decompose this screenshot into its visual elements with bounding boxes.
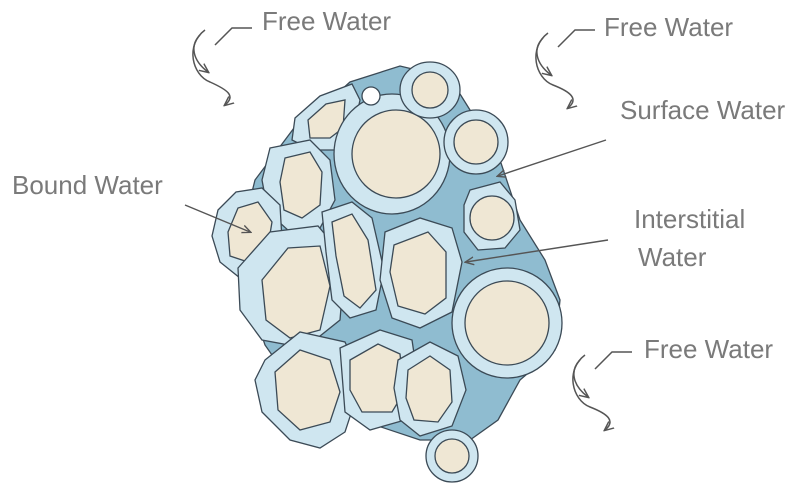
free-water-label-bottom-right: Free Water	[644, 334, 773, 364]
particle-cluster	[212, 62, 562, 482]
circulation-arrow-icon	[573, 352, 632, 430]
surface-water-pointer	[498, 140, 606, 176]
particle	[280, 152, 322, 218]
free-water-label-top-left: Free Water	[262, 6, 391, 36]
particle	[470, 196, 514, 240]
circulation-arrow-icon	[193, 28, 252, 105]
particle	[435, 439, 469, 473]
surface-water-label: Surface Water	[620, 95, 785, 125]
bound-water-label: Bound Water	[12, 170, 163, 200]
particle	[352, 110, 440, 198]
particle	[412, 72, 448, 108]
particle	[454, 120, 498, 164]
free-water-label-top-right: Free Water	[604, 12, 733, 42]
particle	[465, 281, 549, 365]
interstitial-water-label-line2: Water	[638, 242, 706, 272]
particle	[390, 232, 446, 314]
circulation-arrow-icon	[536, 30, 595, 108]
interstitial-water-label-line1: Interstitial	[634, 204, 745, 234]
